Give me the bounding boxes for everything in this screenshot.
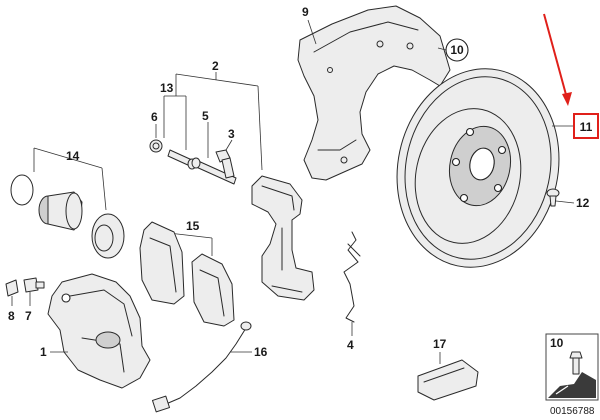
leader-9 — [307, 19, 317, 45]
brake-pad-inner — [139, 221, 185, 305]
callout-10: 10 — [450, 43, 464, 57]
highlight-box — [573, 113, 599, 139]
callout-12: 12 — [576, 196, 590, 210]
brake-pad-outer — [191, 253, 235, 327]
bleeder-screw — [23, 277, 45, 293]
callout-16: 16 — [254, 345, 268, 359]
catalog-number: 00156788 — [550, 406, 595, 417]
dust-cap — [149, 139, 163, 153]
callout-2: 2 — [212, 59, 219, 73]
bracket-lines-2 — [175, 72, 263, 171]
callout-3: 3 — [228, 127, 235, 141]
caliper-housing — [47, 273, 151, 389]
brake-piston — [38, 191, 83, 231]
bleeder-cap — [5, 279, 19, 297]
seal-ring — [10, 174, 34, 206]
callout-14: 14 — [66, 149, 80, 163]
bracket-lines-13 — [163, 95, 187, 150]
leader-3 — [225, 139, 233, 151]
hex-bolt — [215, 149, 235, 179]
callout-4: 4 — [347, 338, 354, 352]
callout-13: 13 — [160, 81, 174, 95]
callout-17: 17 — [433, 337, 447, 351]
callout-5: 5 — [202, 109, 209, 123]
caliper-carrier — [251, 175, 315, 301]
bracket-lines-14 — [33, 147, 107, 211]
legend-callout-10: 10 — [550, 336, 564, 350]
callout-8: 8 — [8, 309, 15, 323]
callout-9: 9 — [302, 5, 309, 19]
highlight-arrowhead — [562, 92, 572, 106]
callout-11: 11 — [580, 120, 593, 134]
spring-clip-detail — [347, 243, 361, 257]
grease-sachet — [417, 359, 479, 401]
highlight-arrow — [543, 13, 569, 103]
leader-12 — [555, 200, 575, 204]
disc-screw — [546, 188, 560, 207]
callout-7: 7 — [25, 309, 32, 323]
callout-15: 15 — [186, 219, 200, 233]
callout-6: 6 — [151, 110, 158, 124]
wear-sensor — [151, 321, 252, 413]
guide-sleeve — [167, 149, 197, 170]
brake-disc — [396, 68, 560, 268]
spring-clip — [343, 231, 359, 323]
piston-boot — [91, 213, 125, 259]
callout-1: 1 — [40, 345, 47, 359]
leader-10 — [437, 47, 447, 51]
legend-panel — [545, 333, 599, 401]
callout-10-circle — [445, 38, 469, 62]
dust-shield — [297, 5, 451, 181]
